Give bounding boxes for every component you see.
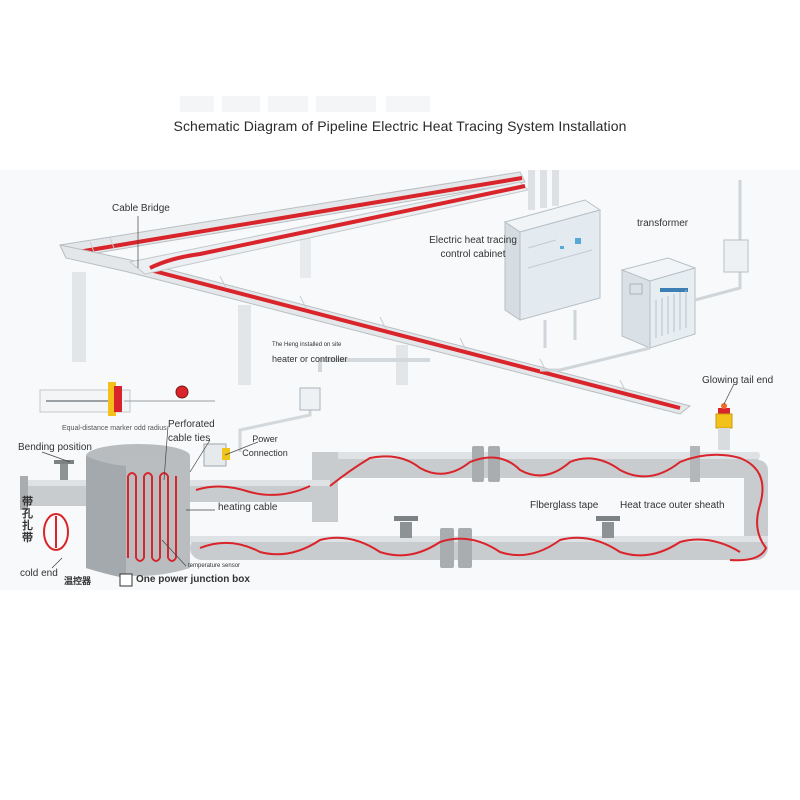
power-feed <box>203 358 430 467</box>
perforated-tie-icon <box>43 513 69 551</box>
cable-bridge <box>59 170 692 415</box>
label-perforated-cable-ties: Perforated cable ties <box>168 418 215 446</box>
label-perforated-line2: cable ties <box>168 433 211 444</box>
label-perforated-line1: Perforated <box>168 419 215 430</box>
label-heng-installed: The Heng installed on site <box>272 342 342 348</box>
label-cable-bridge: Cable Bridge <box>112 203 170 214</box>
junction-box-icon <box>119 573 133 587</box>
label-transformer: transformer <box>637 218 689 229</box>
diagram-title: Schematic Diagram of Pipeline Electric H… <box>173 118 627 134</box>
tank <box>20 444 190 578</box>
control-cabinet <box>503 199 602 348</box>
label-heater-controller: heater or controller <box>272 354 348 364</box>
glowing-tail-end <box>715 403 733 450</box>
label-temperature-sensor: temperature sensor <box>188 563 241 569</box>
watermark <box>180 96 430 112</box>
cable-tie-inset <box>39 382 215 416</box>
label-equal-distance-marker: Equal-distance marker odd radius <box>62 425 167 432</box>
label-control-cabinet-line2: control cabinet <box>440 249 506 260</box>
label-heat-trace-outer-sheath: Heat trace outer sheath <box>620 500 725 511</box>
label-power-connection-line1: Power <box>252 434 278 444</box>
label-heating-cable: heating cable <box>218 502 278 513</box>
label-perforated-tie-cn: 带孔扎带 <box>22 496 33 544</box>
label-cold-end: cold end <box>20 568 58 579</box>
label-control-cabinet-line1: Electric heat tracing <box>429 235 517 246</box>
label-glowing-tail-end: Glowing tail end <box>702 375 774 386</box>
transformer <box>540 180 749 372</box>
label-power-connection: Power Connection <box>240 432 290 460</box>
pipeline-loop <box>190 446 768 568</box>
label-junction-box: One power junction box <box>136 574 250 585</box>
label-power-connection-line2: Connection <box>242 448 288 458</box>
label-bending-position: Bending position <box>18 442 92 453</box>
leader-lines <box>41 216 735 569</box>
label-fiberglass-tape: Flberglass tape <box>530 500 599 511</box>
label-control-cabinet: Electric heat tracing control cabinet <box>428 235 518 260</box>
label-thermostat-cn: 温控器 <box>64 576 92 586</box>
